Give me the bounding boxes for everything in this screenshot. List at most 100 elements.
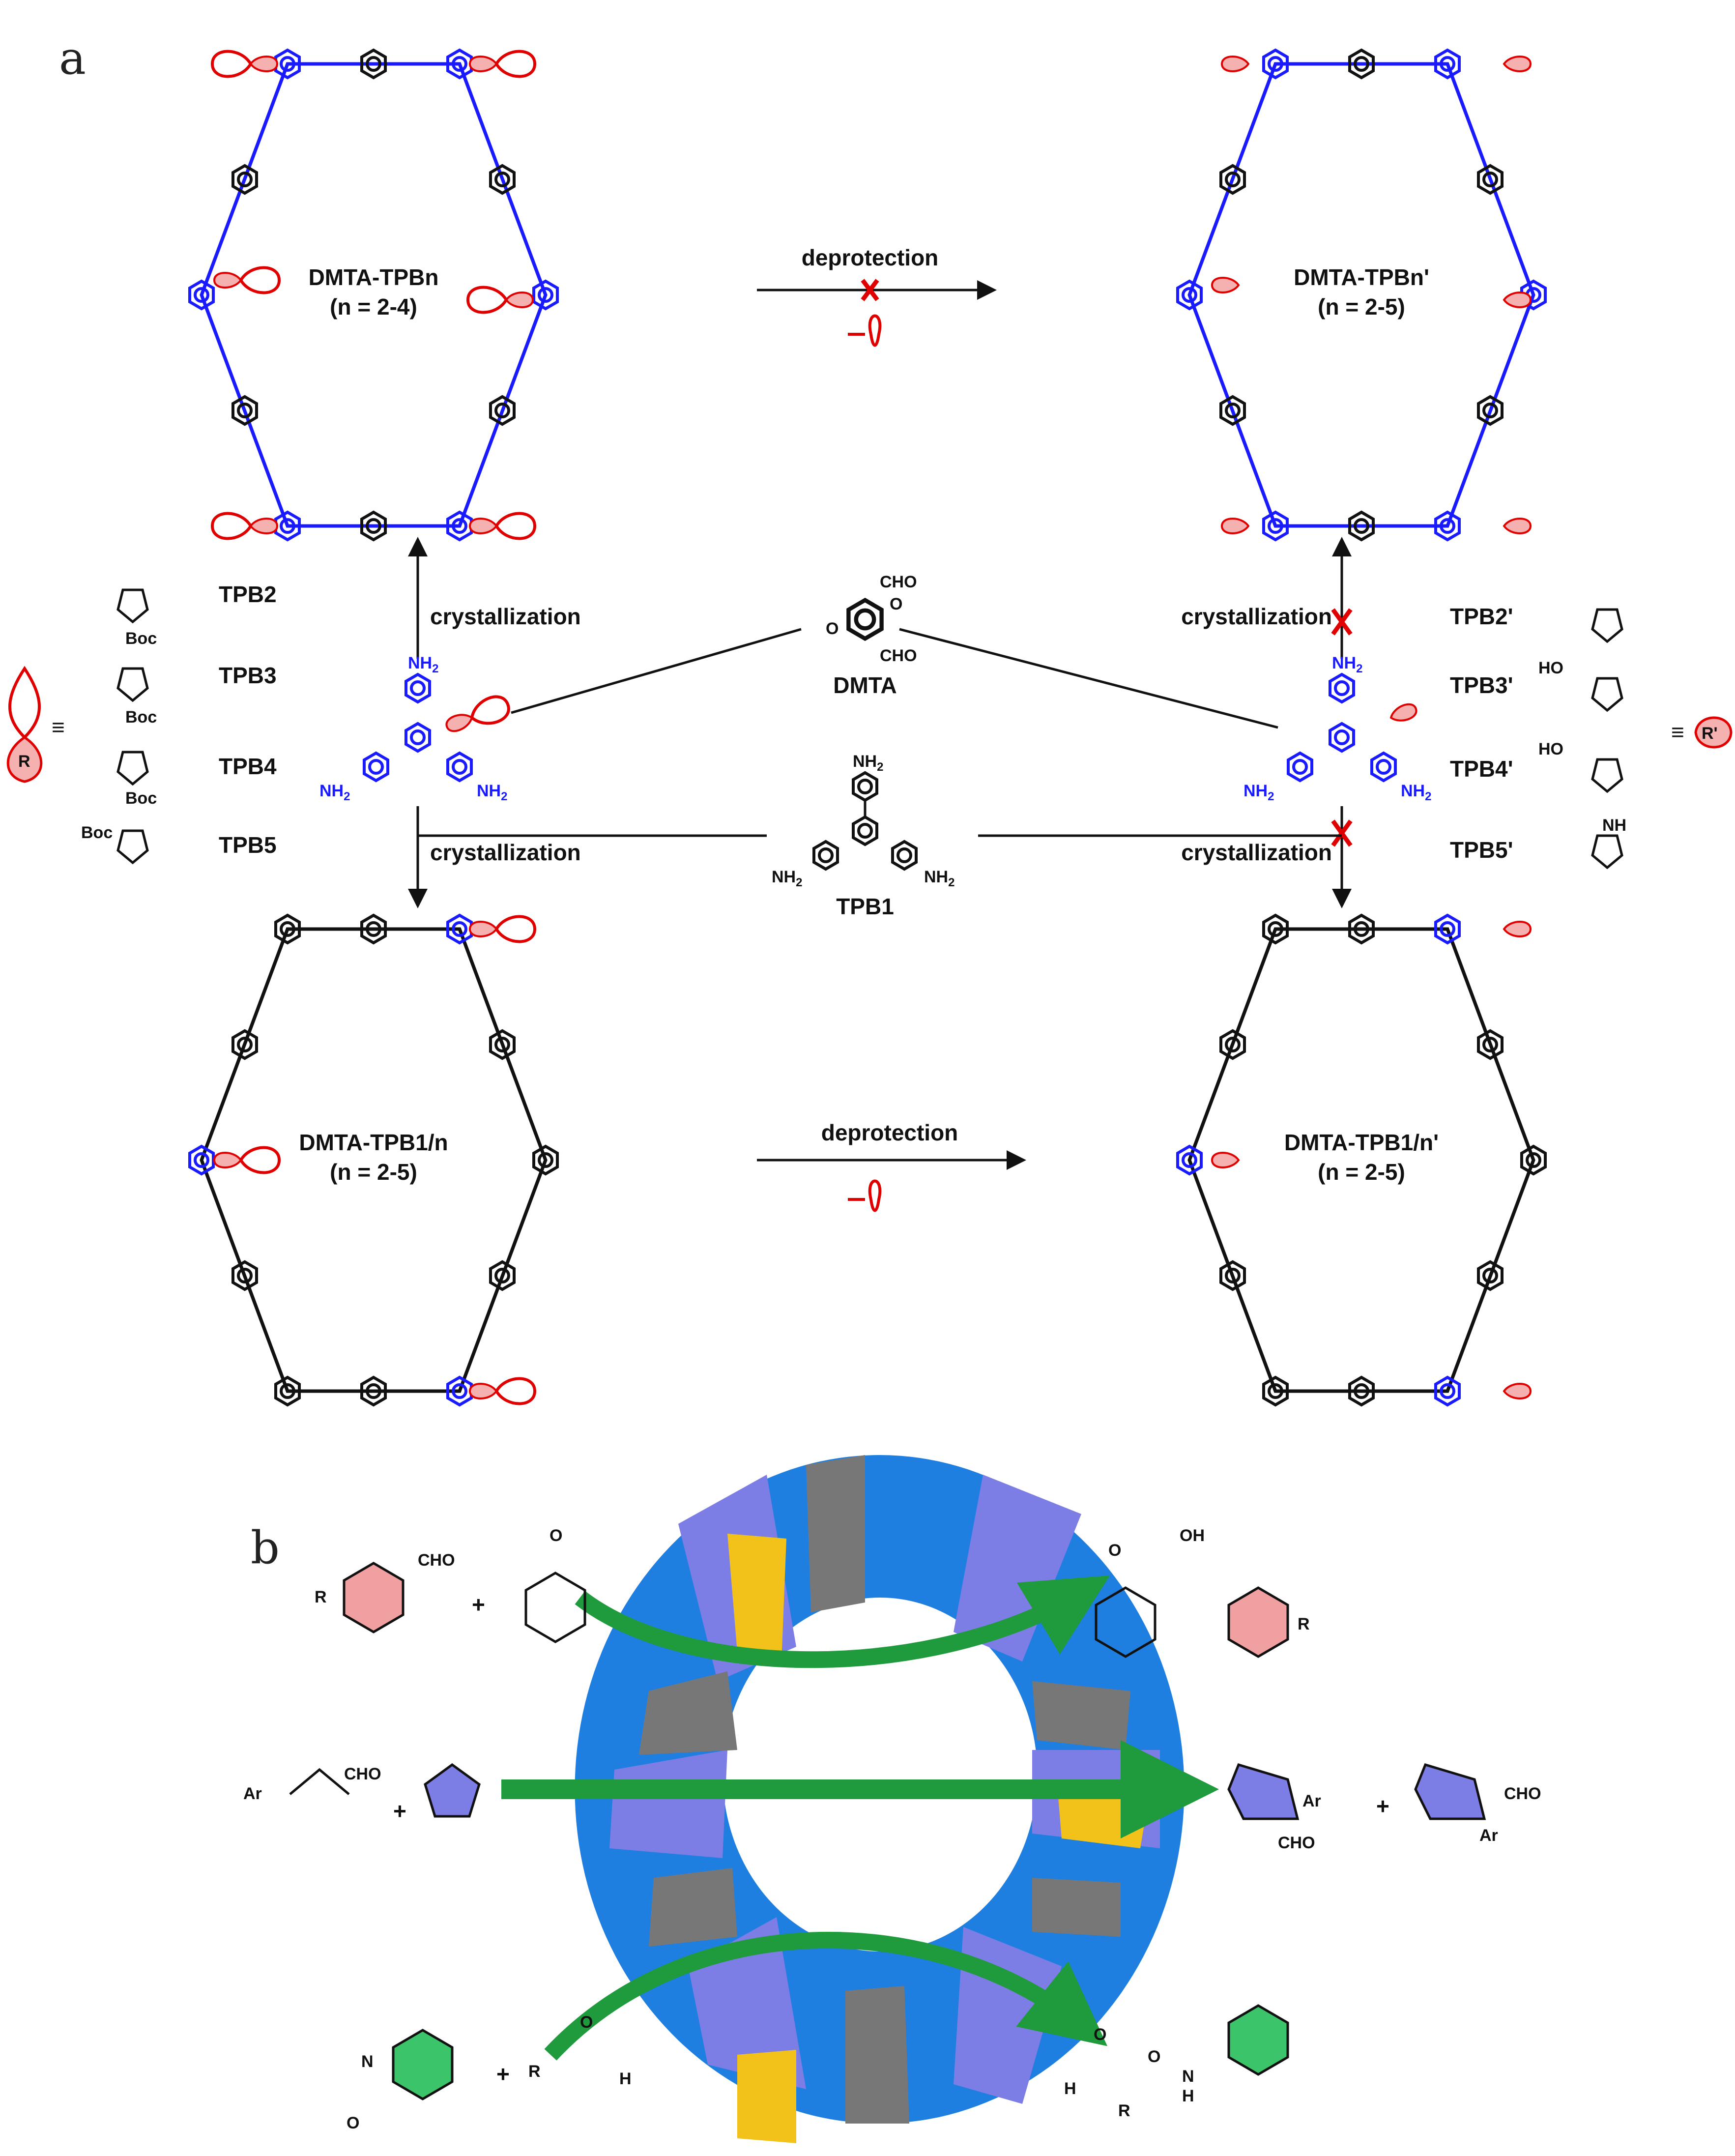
dmta-o-right: O xyxy=(890,595,902,613)
dmta-monomer: CHO CHO O O DMTA xyxy=(826,573,917,698)
tpb2-structure xyxy=(116,588,149,624)
amox-product-n: N xyxy=(1182,2067,1194,2086)
da-product1-ar: Ar xyxy=(1302,1792,1321,1810)
tpb4p-structure xyxy=(1591,758,1623,793)
framework-top-left: DMTA-TPBn (n = 2-4) xyxy=(190,50,557,540)
framework-top-right-name: DMTA-TPBn' xyxy=(1294,264,1429,290)
reaction-diels-alder: Ar CHO + Ar CHO + CHO Ar xyxy=(243,1763,1541,1852)
da-ar: Ar xyxy=(243,1784,262,1803)
crystallization-top-right: crystallization xyxy=(1181,537,1353,659)
deprotection-top: deprotection xyxy=(757,245,997,347)
tpb-left-nh2-top: NH2 xyxy=(408,654,438,675)
crystallization-bottom-right-label: crystallization xyxy=(1181,840,1332,865)
monomer-connectors xyxy=(418,628,1342,837)
framework-top-right-range: (n = 2-5) xyxy=(1318,294,1405,320)
deprotected-r-legend: TPB2' TPB3' TPB4' TPB5' HO HO NH ≡ R' xyxy=(1450,604,1733,870)
tpb3p-ho: HO xyxy=(1538,659,1563,677)
amox-aldehyde-o: O xyxy=(580,2013,593,2032)
r-symbol: R xyxy=(18,752,30,771)
tpb1-monomer: NH2 NH2 NH2 TPB1 xyxy=(772,752,954,919)
tpb3-boc: Boc xyxy=(125,708,157,727)
tpb3p-label: TPB3' xyxy=(1450,672,1513,698)
tpb-right-nh2-top: NH2 xyxy=(1332,654,1362,675)
framework-bottom-right: DMTA-TPB1/n' (n = 2-5) xyxy=(1178,915,1545,1405)
tpb3-structure xyxy=(116,667,149,702)
aldol-ketone-o: O xyxy=(549,1526,562,1545)
tpb-left-nh2-right: NH2 xyxy=(477,782,507,803)
flow-arrows xyxy=(501,1575,1219,2061)
tpb4p-ho: HO xyxy=(1538,740,1563,758)
dmta-cho-top: CHO xyxy=(880,573,917,591)
dmta-o-left: O xyxy=(826,619,839,638)
framework-top-left-range: (n = 2-4) xyxy=(330,294,417,320)
panel-b-letter: b xyxy=(251,1521,280,1574)
da-product2-ar: Ar xyxy=(1479,1826,1498,1845)
aldol-plus: + xyxy=(472,1592,485,1617)
tpb4p-label: TPB4' xyxy=(1450,756,1513,782)
framework-top-left-name: DMTA-TPBn xyxy=(309,264,439,290)
amox-n: N xyxy=(361,2052,374,2071)
aldol-product-r: R xyxy=(1298,1615,1310,1633)
amox-o: O xyxy=(347,2114,359,2132)
tpb5p-label: TPB5' xyxy=(1450,837,1513,863)
amox-product-h: H xyxy=(1064,2079,1076,2098)
protected-r-legend: R ≡ Boc Boc Boc Boc TPB2 TPB3 TPB4 TPB5 xyxy=(6,582,277,865)
crystallization-top-left-label: crystallization xyxy=(430,604,581,629)
framework-bottom-left: DMTA-TPB1/n (n = 2-5) xyxy=(190,915,557,1405)
tpb-right-nh2-left: NH2 xyxy=(1243,782,1274,803)
deprotection-top-label: deprotection xyxy=(802,245,939,270)
framework-bottom-left-range: (n = 2-5) xyxy=(330,1159,417,1185)
tpb3-label: TPB3 xyxy=(219,663,277,688)
da-product1-cho: CHO xyxy=(1278,1834,1315,1852)
tpb5-label: TPB5 xyxy=(219,832,277,858)
tpb1-nh2-right: NH2 xyxy=(924,868,954,889)
da-cho: CHO xyxy=(344,1765,381,1783)
amox-product-r: R xyxy=(1118,2101,1130,2120)
tpb-functional-right: NH2 NH2 NH2 xyxy=(1243,654,1431,803)
tpb2-label: TPB2 xyxy=(219,582,277,607)
tpb5p-nh: NH xyxy=(1602,816,1626,835)
amox-product-o1: O xyxy=(1094,2025,1106,2044)
aldol-product-oh: OH xyxy=(1180,1526,1205,1545)
framework-bottom-right-range: (n = 2-5) xyxy=(1318,1159,1405,1185)
tpb4-structure xyxy=(116,751,149,786)
da-plus2: + xyxy=(1376,1793,1389,1819)
crystallization-bottom-left: crystallization xyxy=(408,806,581,908)
panel-a-letter: a xyxy=(59,32,86,85)
framework-bottom-left-name: DMTA-TPB1/n xyxy=(299,1130,448,1155)
tpb2p-structure xyxy=(1591,608,1623,643)
da-plus: + xyxy=(393,1798,406,1824)
aldol-r: R xyxy=(315,1588,327,1606)
framework-top-right: DMTA-TPBn' (n = 2-5) xyxy=(1178,50,1545,540)
tpb-left-nh2-left: NH2 xyxy=(319,782,350,803)
crystallization-top-left: crystallization xyxy=(408,537,581,659)
tpb1-nh2-top: NH2 xyxy=(853,752,883,774)
amox-product-nh: H xyxy=(1182,2087,1194,2105)
dmta-cho-bottom: CHO xyxy=(880,646,917,665)
amox-plus: + xyxy=(496,2061,510,2087)
amox-r: R xyxy=(528,2062,541,2081)
rp-symbol: R' xyxy=(1702,724,1718,743)
amox-product-o2: O xyxy=(1148,2047,1160,2066)
tpb2-boc: Boc xyxy=(125,629,157,648)
tpb1-nh2-left: NH2 xyxy=(772,868,802,889)
tpb4-boc: Boc xyxy=(125,789,157,808)
tpb5-boc: Boc xyxy=(81,823,113,842)
deprotection-bottom: deprotection xyxy=(757,1120,1026,1212)
reaction-aldol: R CHO + O O OH R xyxy=(315,1526,1310,1658)
crystallization-bottom-left-label: crystallization xyxy=(430,840,581,865)
r-equiv: ≡ xyxy=(52,714,65,740)
tpb-functional-left: NH2 NH2 NH2 xyxy=(319,654,512,803)
aldol-cho: CHO xyxy=(418,1551,455,1570)
tpb5p-structure xyxy=(1591,834,1623,870)
tpb-right-nh2-right: NH2 xyxy=(1401,782,1431,803)
tpb1-label: TPB1 xyxy=(836,894,894,919)
tpb2p-label: TPB2' xyxy=(1450,604,1513,629)
crystallization-bottom-right: crystallization xyxy=(1181,806,1353,908)
crystallization-top-right-label: crystallization xyxy=(1181,604,1332,629)
reaction-aminoxylation: N O + R O H O H R O N H xyxy=(347,2004,1289,2132)
tpb3p-structure xyxy=(1591,677,1623,712)
da-product2-cho: CHO xyxy=(1504,1784,1541,1803)
tpb5-structure xyxy=(116,829,149,865)
